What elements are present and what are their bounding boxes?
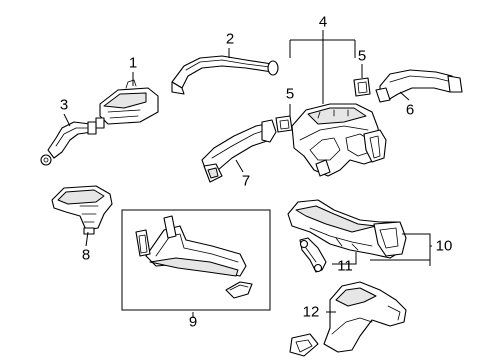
leader-6 <box>399 91 410 101</box>
callout-5a: 5 <box>286 86 294 103</box>
part-3-hose <box>40 121 97 166</box>
leader-3 <box>63 113 71 127</box>
part-5-seal-left <box>275 115 293 133</box>
part-7-duct <box>201 119 277 183</box>
callout-9: 9 <box>189 314 197 331</box>
part-10-duct <box>287 199 407 259</box>
callout-5b: 5 <box>358 48 366 65</box>
leader-7 <box>235 159 244 173</box>
part-9-frame <box>121 209 271 311</box>
callout-3: 3 <box>60 97 68 114</box>
leader-10 <box>370 233 432 266</box>
part-2-duct <box>171 55 279 95</box>
leader-11 <box>332 252 357 265</box>
callout-4: 4 <box>319 14 327 31</box>
leader-4 <box>289 30 356 104</box>
callout-8: 8 <box>82 247 90 264</box>
callout-12: 12 <box>303 304 320 321</box>
part-11-bracket <box>299 237 327 273</box>
leader-8 <box>85 231 89 247</box>
part-1-duct <box>95 79 159 129</box>
callout-6: 6 <box>406 102 414 119</box>
callout-10: 10 <box>436 238 453 255</box>
part-9-duct <box>135 215 253 299</box>
part-5-seal-right <box>353 77 371 97</box>
part-6-duct <box>375 69 463 103</box>
callout-1: 1 <box>129 55 137 72</box>
part-12-support <box>289 281 407 357</box>
callout-11: 11 <box>337 258 353 275</box>
callout-7: 7 <box>242 173 250 190</box>
part-4-housing <box>291 103 387 177</box>
callout-2: 2 <box>226 31 234 48</box>
part-8-vent <box>51 185 113 235</box>
